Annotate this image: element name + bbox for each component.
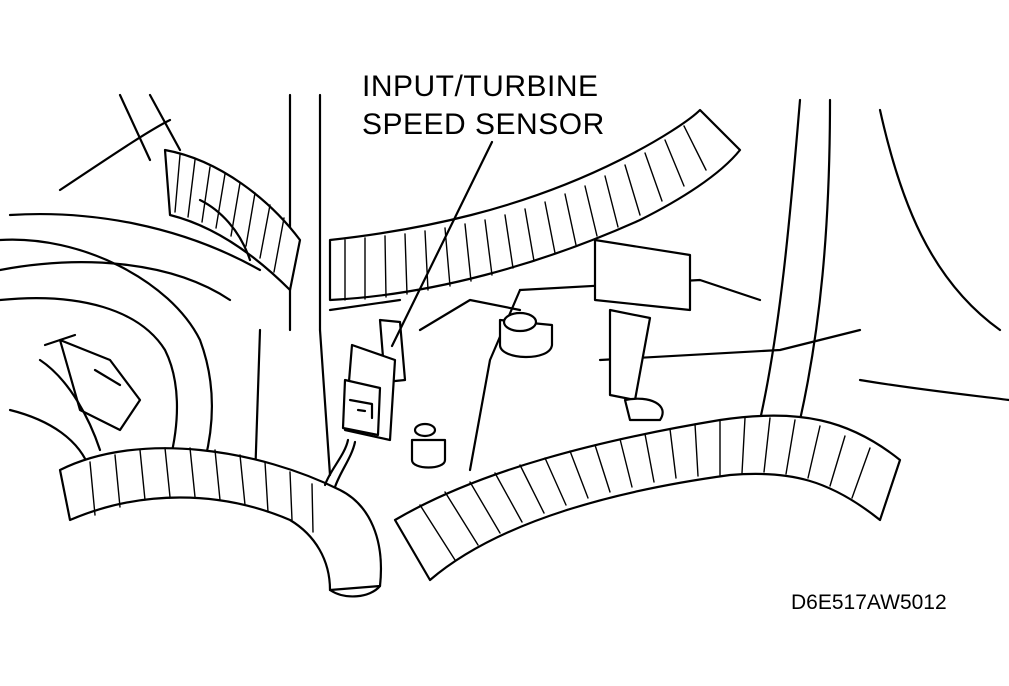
coolant-pipes-left xyxy=(0,198,252,462)
callout-line-2: SPEED SENSOR xyxy=(362,108,605,141)
callout-line-1: INPUT/TURBINE xyxy=(362,70,599,103)
bracket-right xyxy=(593,238,692,422)
wire-harness-lower xyxy=(393,414,902,582)
air-intake-duct xyxy=(58,447,382,598)
mounting-bolt-upper xyxy=(498,311,554,359)
wire-harness-upper-left xyxy=(163,148,302,292)
sensor-callout-label: INPUT/TURBINE SPEED SENSOR xyxy=(362,68,605,144)
figure-code: D6E517AW5012 xyxy=(791,591,947,614)
speed-sensor-connector xyxy=(323,318,407,489)
wire-harness-upper xyxy=(328,108,742,302)
mounting-bolt-lower xyxy=(410,422,447,469)
callout-leader-line xyxy=(390,140,494,348)
frame-lines xyxy=(0,93,1009,482)
